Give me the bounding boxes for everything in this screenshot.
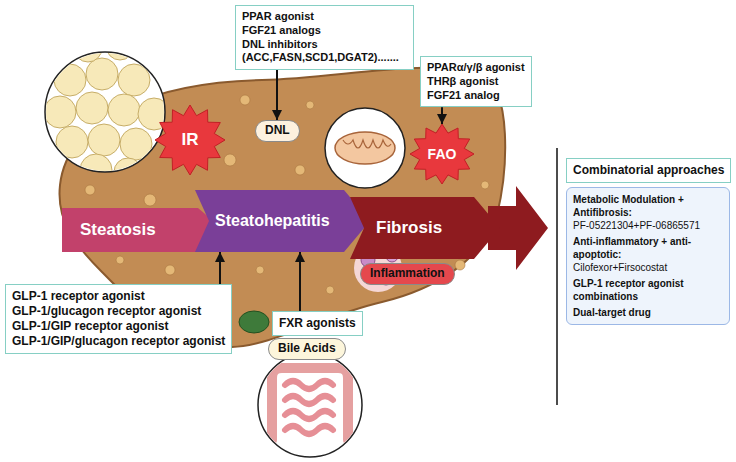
node-text: PPARα/γ/β agonist	[427, 61, 525, 75]
stage-arrow: Steatohepatitis	[195, 190, 370, 252]
pathway-pill: Bile Acids	[268, 338, 346, 360]
drawn-circle	[224, 154, 236, 166]
drug-box: FXR agonists	[272, 311, 363, 336]
drawn-circle	[326, 286, 334, 294]
node-line: Cilofexor+Firsocostat	[573, 261, 723, 274]
drug-box: PPAR agonistFGF21 analogsDNL inhibitors …	[235, 5, 414, 70]
node-line: THRβ agonist	[427, 75, 525, 89]
connector-arrow	[441, 107, 443, 124]
intestine	[272, 368, 348, 440]
arrow-outline	[195, 190, 370, 252]
drawn-circle	[76, 92, 108, 124]
drug-box: PPARα/γ/β agonistTHRβ agonistFGF21 analo…	[420, 56, 532, 107]
node-text: DNL	[265, 123, 290, 139]
arrow-outline	[350, 197, 500, 259]
node-line: Dual-target drug	[573, 306, 723, 319]
drawn-circle	[56, 126, 88, 158]
gallbladder	[239, 311, 269, 333]
node-line: PF-05221304+PF-06865571	[573, 219, 723, 232]
node-line: GLP-1/GIP receptor agonist	[12, 319, 225, 334]
heading-box: Combinatorial approaches	[566, 158, 731, 183]
node-text: Combinatorial approaches	[573, 163, 724, 178]
node-text: Steatosis	[80, 220, 156, 240]
drawn-circle	[86, 58, 118, 90]
node-line: DNL inhibitors (ACC,FASN,SCD1,DGAT2)....…	[242, 38, 407, 66]
burst-label: IR	[155, 105, 225, 175]
node-text: FXR agonists	[279, 316, 356, 331]
drawn-circle	[116, 256, 124, 264]
drawn-circle	[80, 154, 112, 186]
drawn-circle	[44, 96, 76, 128]
burst-outline	[155, 105, 225, 175]
drawn-circle	[118, 64, 150, 96]
pathway-pill: DNL	[255, 120, 300, 142]
node-line: GLP-1/GIP/glucagon receptor agonist	[12, 334, 225, 349]
node-text: Metabolic Modulation + Antifibrosis:	[573, 193, 723, 219]
node-line: FGF21 analog	[427, 89, 525, 103]
drawn-circle	[74, 34, 102, 62]
drug-box: GLP-1 receptor agonistGLP-1/glucagon rec…	[5, 284, 232, 354]
burst-label: FAO	[410, 124, 474, 184]
burst-outline	[410, 124, 474, 184]
node-line: Anti-inflammatory + anti-apoptotic:	[573, 235, 723, 261]
node-text: Bile Acids	[278, 341, 336, 357]
connector-arrow	[276, 70, 278, 120]
node-text: Inflammation	[370, 266, 445, 282]
drawn-circle	[165, 265, 175, 275]
combination-box: Metabolic Modulation + Antifibrosis:PF-0…	[566, 187, 730, 325]
mitochondrion	[335, 132, 395, 164]
drawn-circle	[114, 158, 142, 186]
drawn-path	[272, 368, 348, 440]
gut-circle	[258, 353, 362, 457]
fat-cells	[44, 32, 170, 186]
drawn-circle	[295, 165, 305, 175]
connector-arrow	[299, 252, 301, 311]
drawn-circle	[481, 181, 489, 189]
cristae	[343, 140, 391, 148]
drawn-circle	[108, 94, 140, 126]
drawn-circle	[106, 32, 134, 60]
node-text: GLP-1 receptor agonist	[12, 289, 225, 304]
drawn-circle	[120, 128, 152, 160]
node-text: IR	[182, 130, 199, 150]
inflammation-pill: Inflammation	[360, 263, 455, 285]
stage-arrow: Fibrosis	[350, 197, 500, 259]
node-line: GLP-1/glucagon receptor agonist	[12, 304, 225, 319]
node-text: Fibrosis	[376, 218, 442, 238]
drawn-path	[285, 381, 333, 434]
node-line: GLP-1 receptor agonist combinations	[573, 277, 723, 303]
bracket-line	[556, 148, 558, 405]
drawn-circle	[455, 260, 465, 270]
drawn-circle	[85, 185, 95, 195]
drawn-circle	[306, 101, 314, 109]
drawn-circle	[54, 64, 86, 96]
drawn-circle	[144, 194, 156, 206]
mito-circle	[325, 108, 405, 188]
drawn-circle	[88, 124, 120, 156]
node-text: Steatohepatitis	[215, 212, 330, 230]
node-text: FAO	[428, 146, 457, 162]
drawn-circle	[256, 266, 264, 274]
drawn-circle	[240, 95, 250, 105]
node-text: PPAR agonist	[242, 10, 407, 24]
node-line: FGF21 analogs	[242, 24, 407, 38]
connector-arrow	[219, 252, 221, 284]
